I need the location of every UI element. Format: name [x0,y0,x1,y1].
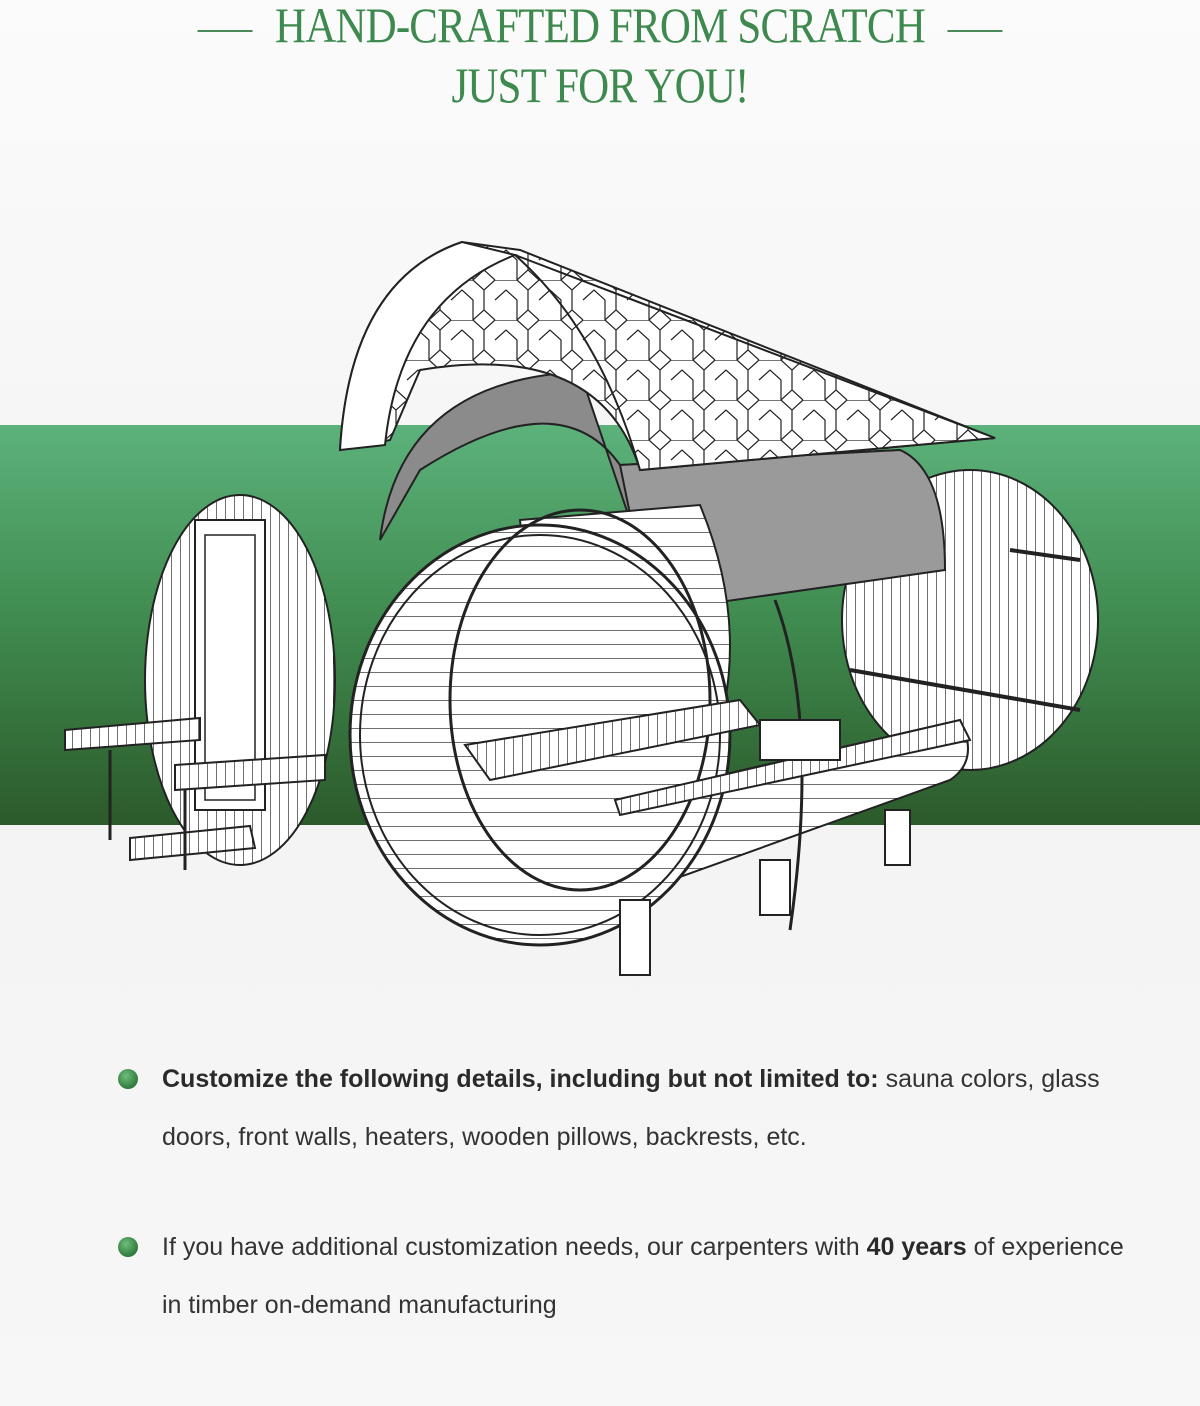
heading-text: HAND-CRAFTED FROM SCRATCH [275,0,926,53]
left-end-wall [144,494,336,866]
bullet-bold-text: 40 years [866,1233,967,1261]
bullet-dot [118,1069,138,1089]
decorative-dash [947,29,1003,32]
bullet-text: of experience in timber on-demand manufa… [162,1233,1124,1319]
step-bench [64,716,326,870]
bullet-experience: If you have additional customization nee… [162,1218,1142,1334]
bullet-bold-text: Customize the following details, includi… [162,1065,879,1093]
shingle-roof [338,240,996,472]
bullet-text: sauna colors, glass doors, front walls, … [162,1065,1100,1151]
heading-line-1: HAND-CRAFTED FROM SCRATCH [84,0,1116,50]
bullet-customize: Customize the following details, includi… [162,1050,1142,1166]
heading-line-2: JUST FOR YOU! [451,57,749,113]
bullet-text: If you have additional customization nee… [162,1233,867,1261]
barrel-body [348,503,972,976]
decorative-dash [197,29,253,32]
bullet-dot [118,1237,138,1257]
